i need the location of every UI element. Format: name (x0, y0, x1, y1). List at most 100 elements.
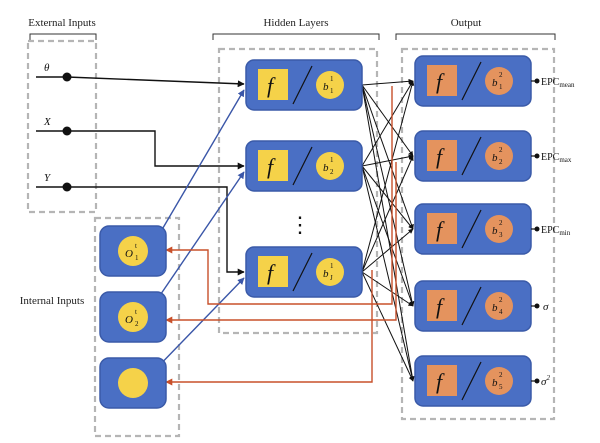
internal-input-node-1: O t 1 (99, 225, 167, 277)
activation-square (427, 365, 457, 396)
svg-text:2: 2 (330, 168, 334, 176)
internal-input-node-3 (99, 357, 167, 409)
output-box (400, 47, 556, 421)
svg-text:5: 5 (499, 383, 503, 391)
bias-circle (316, 258, 344, 286)
svg-text:b: b (492, 225, 498, 237)
hidden-layer-nodes: f b 1 1 f b 1 2 ⋮ f b 1 J (245, 59, 363, 298)
internal-input-2-sub: 2 (135, 320, 139, 328)
feedback-connections (165, 86, 397, 386)
connection-h1-o4 (361, 84, 415, 307)
group-brackets (29, 33, 556, 40)
svg-text:2: 2 (499, 71, 503, 79)
connection-h3-o4 (361, 271, 414, 307)
output-node-3: f b 2 3 EPCmin (414, 203, 571, 255)
svg-text:1: 1 (330, 262, 334, 270)
output-label-epc-mean: EPCmean (541, 77, 575, 89)
activation-square (258, 256, 288, 287)
bias-circle (485, 142, 513, 170)
input-label-y: Y (44, 172, 52, 184)
internal-inputs-box (93, 216, 181, 438)
hidden-node-2: f b 1 2 (245, 140, 363, 192)
svg-text:2: 2 (499, 371, 503, 379)
svg-text:2: 2 (499, 146, 503, 154)
connection-h1-o2 (361, 84, 414, 157)
output-label-epc-max: EPCmax (541, 152, 572, 164)
output-node-1: f b 2 1 EPCmean (414, 55, 575, 107)
svg-text:1: 1 (499, 83, 503, 91)
output-node-4: f b 2 4 σ (414, 280, 549, 332)
connection-h2-o1 (361, 80, 414, 167)
activation-fn: f (436, 144, 445, 169)
bias-circle (485, 292, 513, 320)
activation-square (258, 69, 288, 100)
connection-h2-o2 (361, 154, 414, 167)
svg-text:b: b (492, 377, 498, 389)
group-boxes (26, 39, 556, 438)
bias-label: b (323, 162, 329, 174)
activation-fn: f (267, 154, 276, 179)
activation-fn: f (436, 217, 445, 242)
bias-label: b (323, 81, 329, 93)
svg-text:1: 1 (330, 156, 334, 164)
external-inputs-title: External Inputs (28, 17, 96, 29)
svg-text:3: 3 (499, 231, 503, 239)
internal-input-1-sup: t (135, 242, 137, 250)
input-label-x: X (43, 116, 52, 128)
internal-inputs-title: Internal Inputs (20, 295, 84, 307)
activation-fn: f (436, 294, 445, 319)
input-node-x (62, 126, 72, 136)
connection-h1-o5 (361, 84, 415, 382)
connection-h3-o3 (361, 228, 414, 273)
connection-h2-o5 (361, 165, 415, 382)
svg-text:J: J (330, 274, 333, 282)
activation-square (427, 65, 457, 96)
hidden-layers-box (217, 47, 379, 335)
internal-input-2-label: O (125, 314, 133, 326)
svg-text:1: 1 (330, 75, 334, 83)
input-label-theta: θ (44, 62, 50, 74)
connection-h2-o3 (361, 165, 414, 230)
activation-square (258, 150, 288, 181)
internal-input-connections (149, 89, 245, 376)
hidden-node-1: f b 1 1 (245, 59, 363, 111)
connection-h3-o1 (361, 80, 415, 273)
external-inputs-box (26, 39, 98, 214)
connection-h2-o4 (361, 165, 414, 307)
bias-circle (485, 367, 513, 395)
output-label-epc-min: EPCmin (541, 225, 571, 237)
activation-fn: f (436, 369, 445, 394)
hidden-layers-title: Hidden Layers (263, 17, 328, 29)
hidden-ellipsis: ⋮ (289, 212, 311, 237)
output-node-5: f b 2 5 σ2 (414, 355, 550, 407)
bias-circle (316, 71, 344, 99)
output-label-sigma-squared: σ2 (541, 374, 550, 388)
input-node-theta (62, 72, 72, 82)
activation-square (427, 290, 457, 321)
activation-square (427, 213, 457, 244)
bias-circle (485, 67, 513, 95)
connection-h3-o2 (361, 155, 414, 273)
svg-text:2: 2 (499, 158, 503, 166)
output-node-2: f b 2 2 EPCmax (414, 130, 572, 182)
hidden-to-output-connections (361, 78, 415, 382)
output-layer-nodes: f b 2 1 EPCmean f b 2 2 EPCmax (414, 55, 575, 407)
svg-text:4: 4 (499, 308, 503, 316)
activation-fn: f (267, 260, 276, 285)
svg-text:b: b (492, 77, 498, 89)
svg-text:b: b (492, 302, 498, 314)
internal-input-1-label: O (125, 248, 133, 260)
bias-label: b (323, 268, 329, 280)
svg-text:1: 1 (330, 87, 334, 95)
bias-circle (485, 215, 513, 243)
output-title: Output (451, 17, 482, 29)
internal-input-node-2: O t 2 (99, 291, 167, 343)
activation-square (427, 140, 457, 171)
internal-inputs: O t 1 O t 2 (99, 225, 167, 409)
svg-text:b: b (492, 152, 498, 164)
connection-h3-o5 (361, 271, 414, 382)
output-label-sigma: σ (543, 301, 549, 313)
connection-h1-o1 (361, 78, 414, 86)
bias-circle (316, 152, 344, 180)
